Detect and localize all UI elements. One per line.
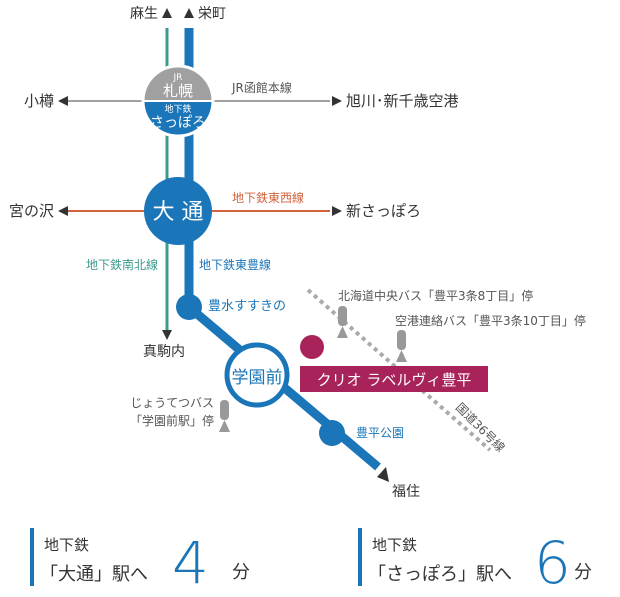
direction-makomanai: 真駒内 xyxy=(143,344,185,360)
arrow-left-otaru-icon xyxy=(58,96,68,106)
bus-stop-icon xyxy=(396,330,407,362)
sapporo-subway-name: さっぽろ xyxy=(150,115,206,131)
sapporo-station: JR 札幌 地下鉄 さっぽろ xyxy=(141,64,215,138)
access-sapporo-station: 「さっぽろ」駅へ xyxy=(368,564,512,585)
access-accent-bar xyxy=(358,528,362,586)
property-label-box xyxy=(300,366,488,392)
bus-stop-jotetsu-label-1: じょうてつバス xyxy=(130,396,214,410)
tozai-label: 地下鉄東西線 xyxy=(232,190,304,205)
arrow-down-fukuzumi-icon xyxy=(377,467,389,482)
arrow-right-asahikawa-icon xyxy=(332,96,342,106)
gakuenmae-label: 学園前 xyxy=(232,368,283,388)
access-odori-minutes: 4 xyxy=(172,529,209,597)
property-marker xyxy=(300,335,324,359)
access-sapporo: 地下鉄 「さっぽろ」駅へ 6 分 xyxy=(358,528,608,592)
access-odori-prefix: 地下鉄 xyxy=(44,536,90,554)
toyohira-koen-label: 豊平公園 xyxy=(356,426,404,440)
arrow-right-shin-sapporo-icon xyxy=(332,206,342,216)
bus-stop-airport-label: 空港連絡バス「豊平3条10丁目」停 xyxy=(395,313,586,328)
namboku-label: 地下鉄南北線 xyxy=(86,257,158,272)
arrow-down-makomanai-icon xyxy=(162,330,172,340)
direction-fukuzumi: 福住 xyxy=(392,484,420,500)
bus-stop-icon xyxy=(337,306,348,338)
direction-shin-sapporo: 新さっぽろ xyxy=(346,202,421,220)
route36-label: 国道36号線 xyxy=(453,400,508,455)
toho-label: 地下鉄東豊線 xyxy=(199,257,271,272)
bus-stop-hokkaido-chuo-label: 北海道中央バス「豊平3条8丁目」停 xyxy=(338,288,533,303)
access-odori-unit: 分 xyxy=(232,562,250,583)
direction-asahikawa: 旭川･新千歳空港 xyxy=(346,92,459,110)
direction-miyanosawa: 宮の沢 xyxy=(9,202,54,220)
direction-azabu: 麻生 xyxy=(130,6,158,22)
gakuenmae-station xyxy=(224,342,290,408)
bus-stop-jotetsu-label-2: 「学園前駅」停 xyxy=(130,413,214,428)
access-accent-bar xyxy=(30,528,34,586)
access-sapporo-minutes: 6 xyxy=(534,529,571,597)
toyohira-koen-station xyxy=(319,420,345,446)
access-sapporo-prefix: 地下鉄 xyxy=(372,536,418,554)
direction-sakaemachi: 栄町 xyxy=(198,6,226,22)
arrow-left-miyanosawa-icon xyxy=(58,206,68,216)
hosui-susukino-label: 豊水すすきの xyxy=(208,299,286,314)
bus-stop-icon xyxy=(219,400,230,432)
hosui-susukino-station xyxy=(176,294,202,320)
sapporo-subway-tag: 地下鉄 xyxy=(164,103,191,115)
access-odori: 地下鉄 「大通」駅へ 4 分 xyxy=(30,528,270,592)
arrow-up-sakaemachi-icon xyxy=(184,8,194,18)
sapporo-jr-name: 札幌 xyxy=(163,82,193,100)
access-sapporo-unit: 分 xyxy=(574,562,592,583)
access-odori-station: 「大通」駅へ xyxy=(40,564,148,585)
sapporo-jr-tag: JR xyxy=(173,73,183,83)
direction-otaru: 小樽 xyxy=(24,92,54,110)
jr-hakodate-label: JR函館本線 xyxy=(231,80,292,95)
odori-station-label: 大 通 xyxy=(153,200,204,225)
property-label: クリオ ラベルヴィ豊平 xyxy=(317,371,472,389)
odori-station xyxy=(144,177,212,245)
arrow-up-azabu-icon xyxy=(162,8,172,18)
